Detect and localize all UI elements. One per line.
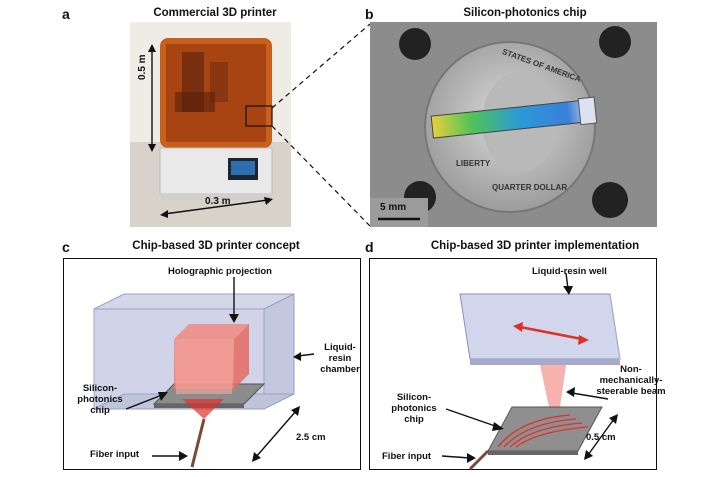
concept-dimension-label: 2.5 cm — [296, 432, 326, 443]
chip-on-coin-illustration — [370, 22, 657, 227]
concept-diagram — [93, 277, 315, 468]
implementation-diagram — [441, 272, 621, 471]
printer-illustration — [130, 22, 291, 227]
steerable-beam-line-3: steerable beam — [596, 386, 666, 397]
panel-c-letter: c — [62, 239, 70, 255]
implementation-fiber-label: Fiber input — [382, 451, 432, 462]
panel-b-letter: b — [365, 6, 374, 22]
resin-chamber-line-2: resin — [328, 353, 352, 364]
implementation-chip-line-1: Silicon- — [396, 392, 432, 403]
resin-chamber-label: Liquid- resin chamber — [318, 342, 362, 375]
implementation-chip-label: Silicon- photonics chip — [384, 392, 444, 425]
implementation-dimension-label: 0.5 cm — [586, 432, 616, 443]
concept-chip-line-1: Silicon- — [82, 383, 118, 394]
panel-d-frame — [369, 258, 657, 471]
scale-bar-label: 5 mm — [380, 202, 407, 213]
implementation-chip-line-2: photonics — [391, 403, 437, 414]
resin-chamber-line-1: Liquid- — [324, 342, 356, 353]
coin-text-bottom: QUARTER DOLLAR — [492, 183, 568, 192]
resin-chamber-line-3: chamber — [320, 364, 360, 375]
implementation-chip-line-3: chip — [404, 414, 424, 425]
concept-fiber-label: Fiber input — [90, 449, 140, 460]
steerable-beam-label: Non- mechanically- steerable beam — [593, 364, 669, 397]
panel-c-frame — [63, 258, 361, 470]
panel-c-title: Chip-based 3D printer concept — [132, 240, 300, 252]
panel-d-title: Chip-based 3D printer implementation — [430, 240, 640, 252]
concept-chip-line-3: chip — [90, 405, 110, 416]
steerable-beam-line-1: Non- — [620, 364, 642, 375]
concept-chip-line-2: photonics — [77, 394, 123, 405]
panel-a-letter: a — [62, 6, 70, 22]
printer-width-label: 0.3 m — [205, 196, 231, 207]
steerable-beam-line-2: mechanically- — [599, 375, 663, 386]
concept-chip-label: Silicon- photonics chip — [70, 383, 130, 416]
holographic-projection-label: Holographic projection — [168, 266, 272, 277]
chip-photo — [370, 22, 657, 227]
coin-text-left: LIBERTY — [456, 159, 491, 168]
printer-photo — [130, 22, 291, 227]
resin-well-label: Liquid-resin well — [532, 266, 607, 277]
panel-d-letter: d — [365, 239, 374, 255]
panel-a-title: Commercial 3D printer — [153, 7, 277, 19]
printer-height-label: 0.5 m — [137, 54, 148, 80]
panel-b-title: Silicon-photonics chip — [463, 7, 587, 19]
